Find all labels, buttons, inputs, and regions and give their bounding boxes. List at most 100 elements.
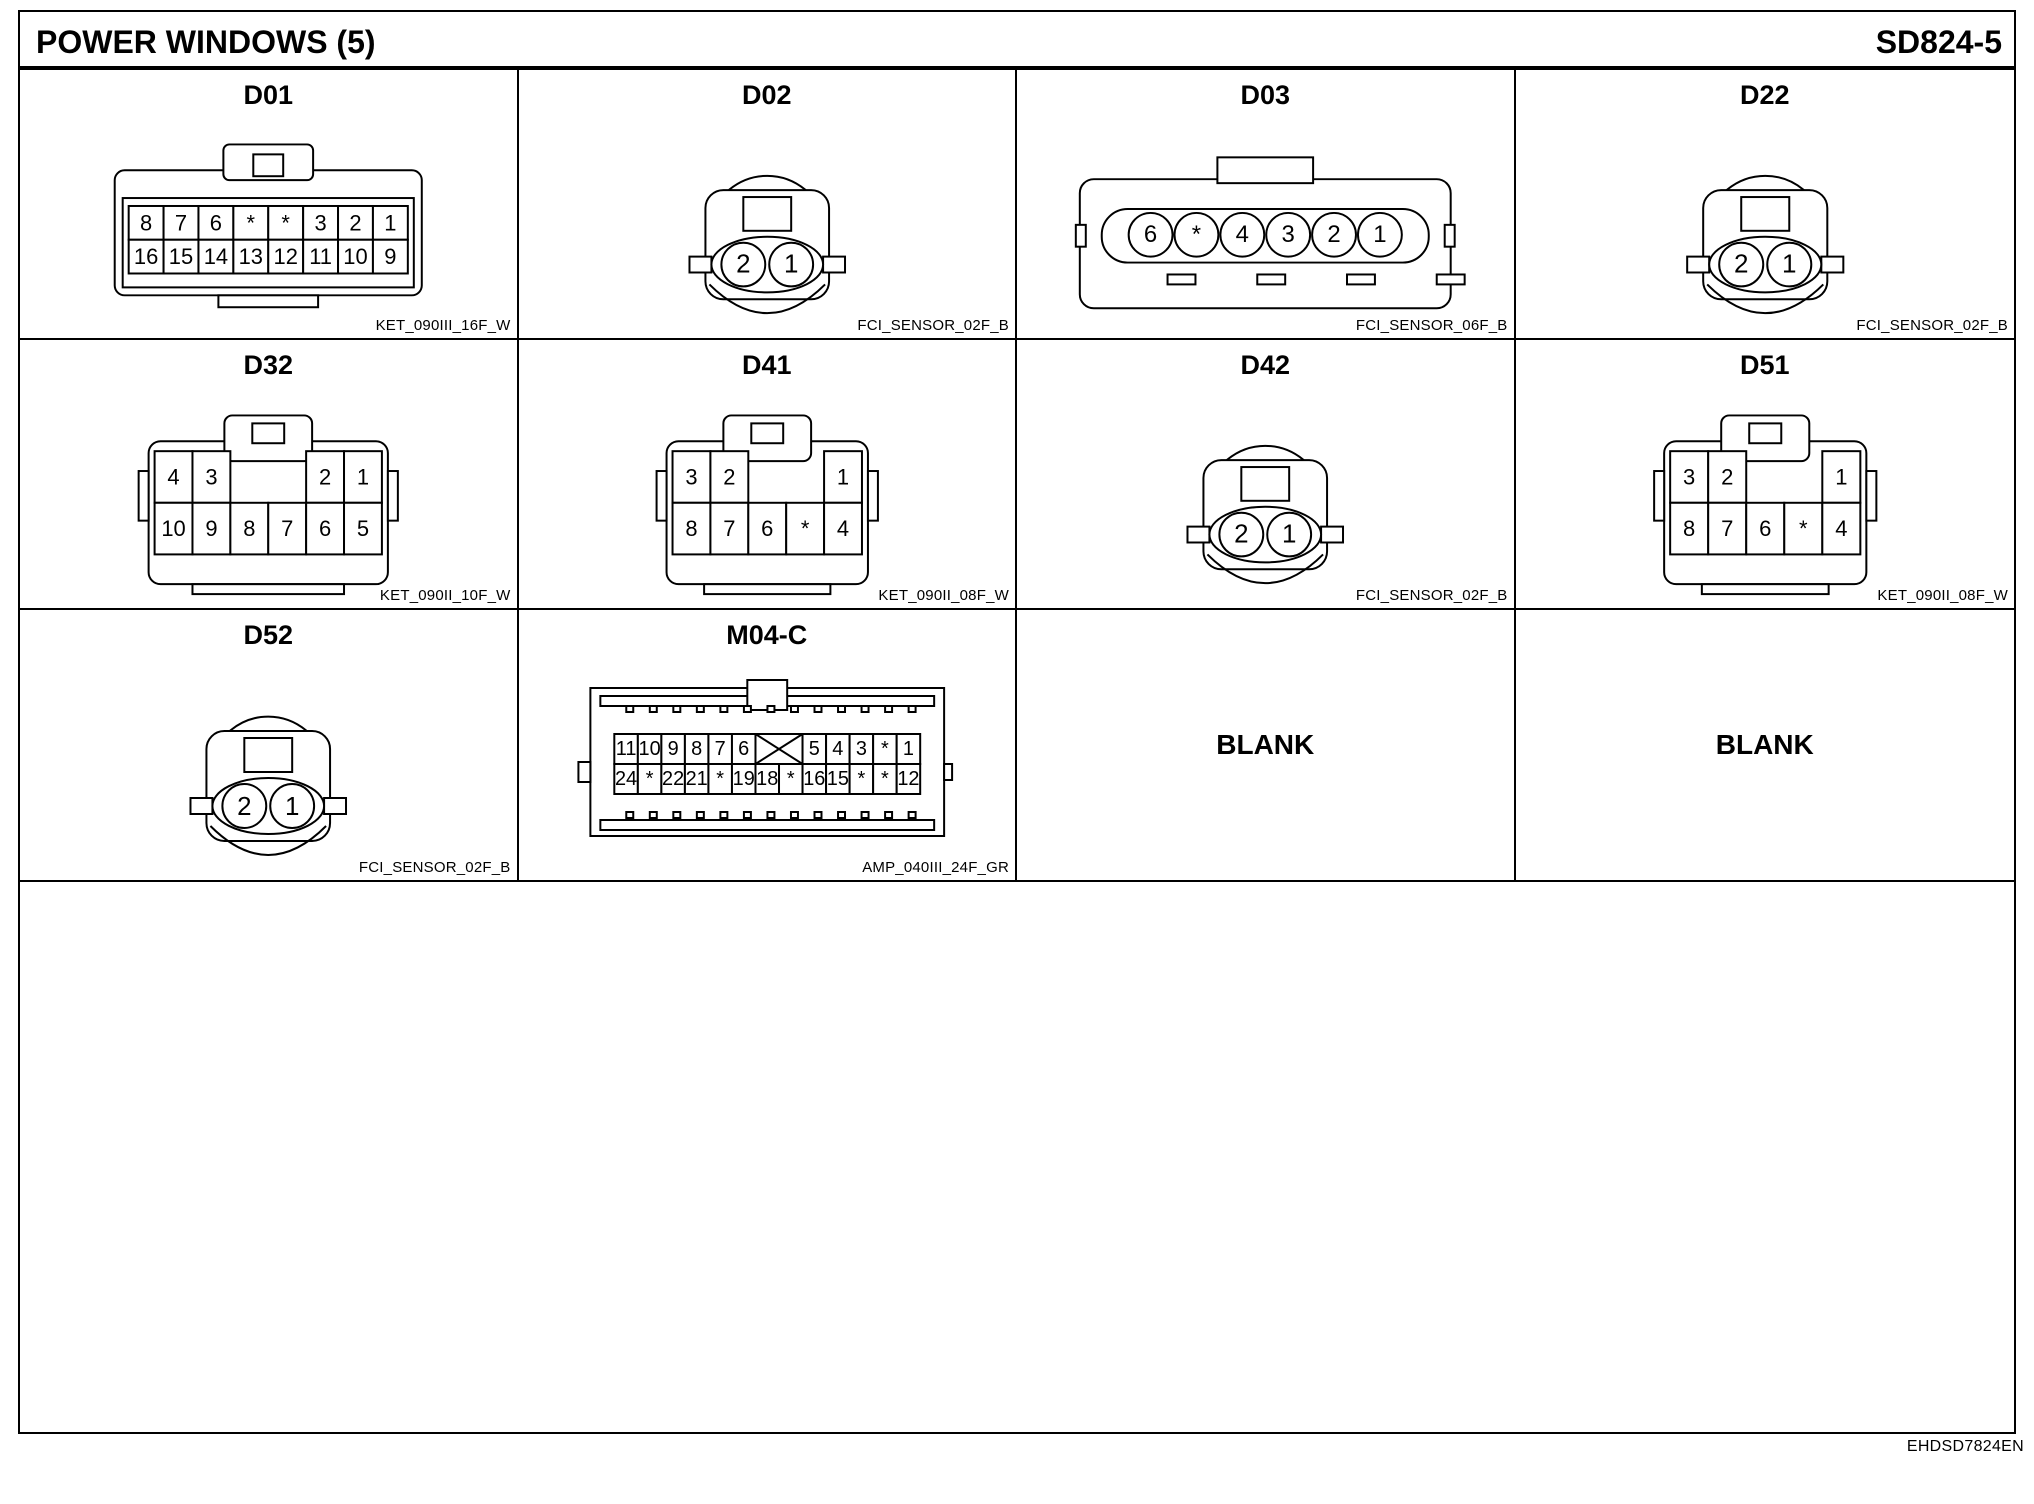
pin-7: 7: [723, 516, 735, 541]
pin-5: 5: [357, 516, 369, 541]
pin-7: 7: [1721, 516, 1733, 541]
connector-line: [754, 733, 803, 765]
pin-6: 6: [1144, 221, 1157, 248]
connector-shape: [702, 583, 831, 596]
pin-1: 1: [1835, 465, 1847, 490]
header-bar: POWER WINDOWS (5) SD824-5: [20, 12, 2014, 70]
connector-shape: [718, 811, 728, 819]
connector-shape: [742, 811, 752, 819]
connector-id: D41: [741, 350, 792, 380]
pin-socket: [1219, 211, 1266, 258]
pin-7: 7: [714, 738, 725, 760]
connector-shape: [302, 238, 340, 275]
connector-shape: [718, 705, 728, 713]
pin-6: 6: [761, 516, 773, 541]
connector-base: [1705, 283, 1824, 315]
pin-3: 3: [685, 465, 697, 490]
pin-11: 11: [615, 738, 636, 760]
pin-7: 7: [175, 210, 187, 235]
connector-shape: [813, 705, 822, 713]
pin-5: 5: [808, 738, 819, 760]
connector-shape: [624, 811, 634, 819]
connector-shape: [765, 705, 775, 713]
connector-id: M04-C: [726, 620, 808, 650]
blank-label: BLANK: [1715, 729, 1814, 760]
pin-2: 2: [723, 465, 735, 490]
connector-shape: [671, 811, 681, 819]
connector-shape: [217, 294, 320, 309]
connector-shape: [860, 705, 870, 713]
pin-socket: [1127, 211, 1174, 258]
connector-shape: [695, 705, 705, 713]
pin-socket: [1173, 211, 1220, 258]
connector-shape: [749, 422, 784, 445]
pin-7: 7: [281, 516, 293, 541]
connector-shape: [1186, 525, 1211, 544]
connector-shape: [1668, 501, 1709, 556]
connector-base: [209, 825, 327, 856]
pin-15: 15: [169, 244, 193, 269]
connector-shape: [189, 797, 214, 815]
blank-label: BLANK: [1216, 729, 1315, 760]
connector-spec: KET_090III_16F_W: [375, 317, 511, 334]
connector-shape: [821, 255, 846, 274]
connector-shape: [232, 238, 270, 275]
pin-10: 10: [638, 738, 660, 760]
pin-11: 11: [309, 244, 332, 269]
pin-9: 9: [205, 516, 217, 541]
connector-shape: [624, 705, 634, 713]
connector-shape: [1346, 273, 1376, 286]
connector-shape: [386, 470, 399, 522]
pin-*: *: [645, 768, 653, 790]
connector-shape: [1820, 501, 1861, 556]
pin-2: 2: [1234, 521, 1248, 549]
pin-1: 1: [836, 465, 848, 490]
connector-shape: [343, 501, 383, 556]
pin-1: 1: [285, 791, 299, 821]
connector-shape: [1700, 583, 1830, 596]
connector-shape: [191, 583, 346, 596]
pin-*: *: [1192, 221, 1201, 248]
connector-shape: [1216, 156, 1315, 185]
connector-shape: [765, 811, 775, 819]
connector-shape: [251, 422, 286, 445]
pin-socket: [221, 783, 268, 829]
connector-spec: KET_090II_08F_W: [1877, 587, 2008, 604]
pin-1: 1: [1782, 251, 1796, 279]
connector-id: D03: [1240, 80, 1291, 110]
pin-*: *: [881, 768, 889, 790]
pin-*: *: [281, 210, 290, 235]
connector-shape: [671, 450, 711, 504]
connector-shape: [1739, 196, 1790, 232]
pin-15: 15: [826, 768, 848, 790]
connector-shape: [784, 501, 825, 556]
pin-6: 6: [319, 516, 331, 541]
connector-shape: [789, 705, 799, 713]
connector-shape: [323, 797, 348, 815]
connector-shape: [371, 238, 409, 275]
pin-1: 1: [1282, 521, 1296, 549]
pin-*: *: [247, 210, 256, 235]
pin-socket: [1265, 211, 1312, 258]
connector-shape: [191, 450, 232, 504]
connector-shape: [789, 811, 799, 819]
pin-2: 2: [1721, 465, 1733, 490]
connector-spec: FCI_SENSOR_06F_B: [1355, 317, 1508, 334]
connector-shape: [1652, 470, 1665, 522]
connector-shape: [197, 238, 235, 275]
pin-1: 1: [384, 210, 396, 235]
connector-shape: [883, 705, 893, 713]
connector-shape: [1320, 525, 1345, 544]
connector-shape: [1240, 466, 1291, 502]
connector-shape: [252, 153, 285, 178]
